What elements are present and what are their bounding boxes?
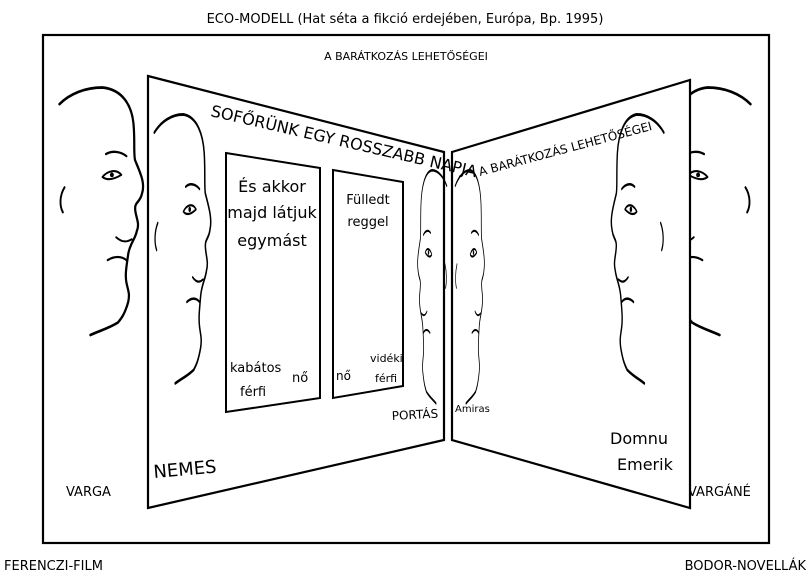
box2-line-2: reggel [347,215,388,230]
box1-label-left-2: férfi [240,385,266,400]
box2-line-1: Fülledt [346,193,390,208]
box2-label-right-2: férfi [375,372,397,385]
footer-right-label: BODOR-NOVELLÁK [685,558,807,574]
left-name-label: VARGA [66,485,111,500]
footer-left-label: FERENCZI-FILM [4,559,103,574]
inner-box-2 [332,168,404,400]
right-panel-corner-label-1: Domnu [610,429,668,448]
face-profile-icon [58,86,145,337]
outer-top-label: A BARÁTKOZÁS LEHETŐSÉGEI [324,49,488,63]
figure-title: ECO-MODELL (Hat séta a fikció erdejében,… [207,12,604,27]
left-panel-side-label: PORTÁS [391,406,438,423]
right-panel [450,78,692,510]
box2-label-left: nő [336,369,351,383]
box1-line-1: És akkor [238,177,306,196]
right-panel-corner-label-2: Emerik [617,455,674,474]
right-panel-side-label: Amiras [455,404,490,415]
box1-label-left-1: kabátos [230,361,282,376]
outer-frame [41,33,771,545]
right-name-label: VARGÁNÉ [688,484,751,500]
box1-label-right: nő [292,371,308,386]
box1-line-3: egymást [237,231,306,250]
box1-line-2: majd látjuk [227,203,317,222]
inner-box-1 [225,151,321,414]
box2-label-right-1: vidéki [370,352,403,365]
